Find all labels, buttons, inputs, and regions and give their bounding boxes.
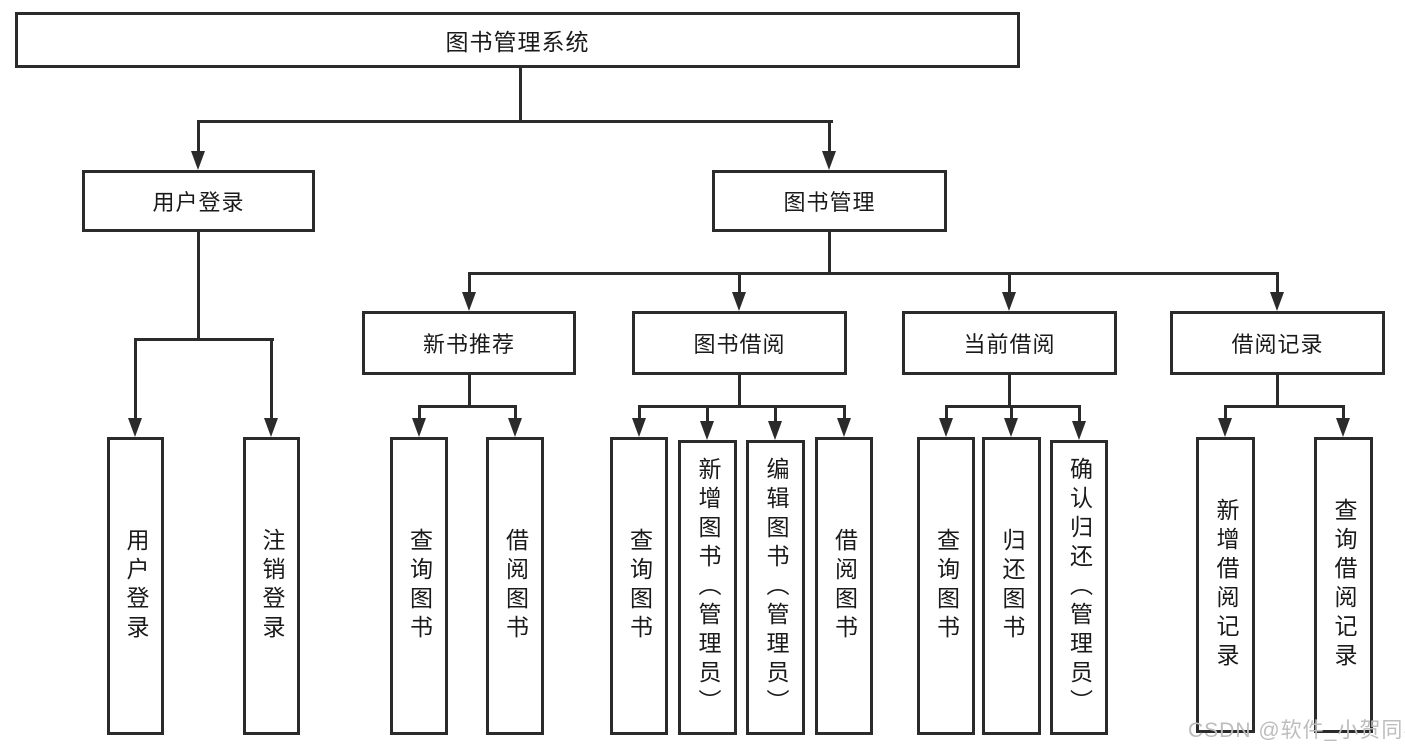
connector-line — [197, 120, 833, 123]
arrow-down-icon — [1002, 292, 1016, 311]
leaf-current-query-book: 查询图书 — [917, 437, 975, 735]
csdn-watermark: CSDN @软件_小贺同学 — [1188, 719, 1405, 742]
connector-line — [1276, 272, 1279, 296]
arrow-down-icon — [1072, 421, 1086, 440]
arrow-down-icon — [462, 292, 476, 311]
leaf-logout: 注销登录 — [243, 437, 300, 735]
leaf-borrow-book: 借阅图书 — [815, 437, 873, 735]
node-borrowing-records: 借阅记录 — [1170, 311, 1385, 375]
connector-line — [945, 405, 948, 421]
arrow-down-icon — [1270, 292, 1284, 311]
leaf-borrowing-query-book: 查询图书 — [610, 437, 668, 735]
arrow-down-icon — [1336, 418, 1350, 437]
arrow-down-icon — [264, 418, 278, 437]
connector-line — [514, 405, 517, 421]
leaf-add-book-admin: 新增图书（管理员） — [678, 440, 737, 735]
connector-line — [468, 272, 1279, 275]
node-new-book-recommend: 新书推荐 — [362, 311, 576, 375]
connector-line — [1010, 405, 1013, 421]
arrow-down-icon — [632, 418, 646, 437]
connector-line — [828, 232, 831, 275]
connector-line — [1276, 375, 1279, 408]
connector-line — [774, 405, 777, 424]
connector-line — [1342, 405, 1345, 421]
connector-line — [1224, 405, 1227, 421]
connector-line — [738, 375, 741, 408]
connector-line — [134, 338, 274, 341]
arrow-down-icon — [508, 418, 522, 437]
connector-line — [418, 405, 517, 408]
node-book-management: 图书管理 — [712, 170, 947, 232]
arrow-down-icon — [1004, 418, 1018, 437]
connector-line — [706, 405, 709, 424]
node-library-management-system: 图书管理系统 — [15, 12, 1020, 68]
connector-line — [638, 405, 846, 408]
leaf-recommend-query-book: 查询图书 — [390, 437, 448, 735]
connector-line — [828, 120, 831, 154]
arrow-down-icon — [412, 418, 426, 437]
leaf-query-borrow-record: 查询借阅记录 — [1314, 437, 1373, 733]
connector-line — [134, 338, 137, 422]
leaf-confirm-return-admin: 确认归还（管理员） — [1050, 440, 1108, 735]
connector-line — [1078, 405, 1081, 424]
arrow-down-icon — [732, 292, 746, 311]
node-book-borrowing: 图书借阅 — [632, 311, 847, 375]
leaf-edit-book-admin: 编辑图书（管理员） — [746, 440, 805, 735]
leaf-user-login: 用户登录 — [107, 437, 164, 735]
leaf-add-borrow-record: 新增借阅记录 — [1196, 437, 1255, 733]
connector-line — [468, 272, 471, 296]
node-user-login: 用户登录 — [82, 170, 315, 232]
connector-line — [197, 120, 200, 154]
connector-line — [843, 405, 846, 421]
connector-line — [1008, 375, 1011, 408]
connector-line — [738, 272, 741, 296]
connector-line — [1224, 405, 1344, 408]
connector-line — [1008, 272, 1011, 296]
arrow-down-icon — [822, 151, 836, 170]
connector-line — [519, 68, 522, 120]
connector-line — [270, 338, 273, 422]
connector-line — [638, 405, 641, 421]
leaf-recommend-borrow-book: 借阅图书 — [486, 437, 544, 735]
arrow-down-icon — [837, 418, 851, 437]
connector-line — [197, 232, 200, 341]
connector-line — [418, 405, 421, 421]
arrow-down-icon — [700, 421, 714, 440]
leaf-return-book: 归还图书 — [982, 437, 1041, 735]
arrow-down-icon — [939, 418, 953, 437]
connector-line — [468, 375, 471, 408]
arrow-down-icon — [191, 151, 205, 170]
node-current-borrowing: 当前借阅 — [902, 311, 1117, 375]
arrow-down-icon — [1218, 418, 1232, 437]
arrow-down-icon — [768, 421, 782, 440]
arrow-down-icon — [128, 418, 142, 437]
